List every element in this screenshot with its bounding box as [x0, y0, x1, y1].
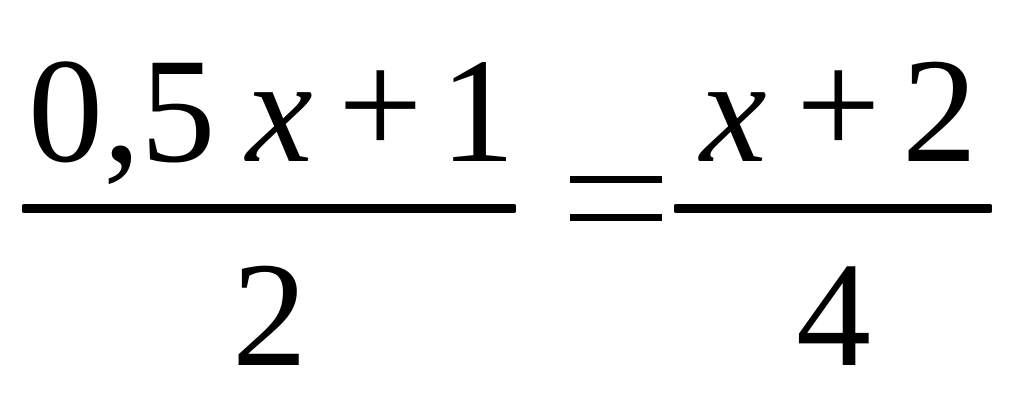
- left-numerator-coefficient: 0,5: [28, 28, 216, 194]
- right-numerator-variable: x: [700, 28, 767, 194]
- left-numerator-variable: x: [246, 28, 313, 194]
- left-denominator: 2: [232, 232, 307, 398]
- equals-lower-stroke: [570, 214, 662, 221]
- right-denominator: 4: [796, 232, 871, 398]
- right-numerator-constant: 2: [902, 28, 977, 194]
- equals-upper-stroke: [570, 176, 662, 183]
- right-numerator-plus-sign: +: [796, 22, 881, 188]
- left-numerator-plus-sign: +: [338, 22, 423, 188]
- equals-symbol-text: =: [570, 150, 571, 151]
- left-numerator-constant: 1: [440, 28, 515, 194]
- left-fraction-bar: [22, 204, 516, 213]
- right-fraction-bar: [674, 204, 992, 213]
